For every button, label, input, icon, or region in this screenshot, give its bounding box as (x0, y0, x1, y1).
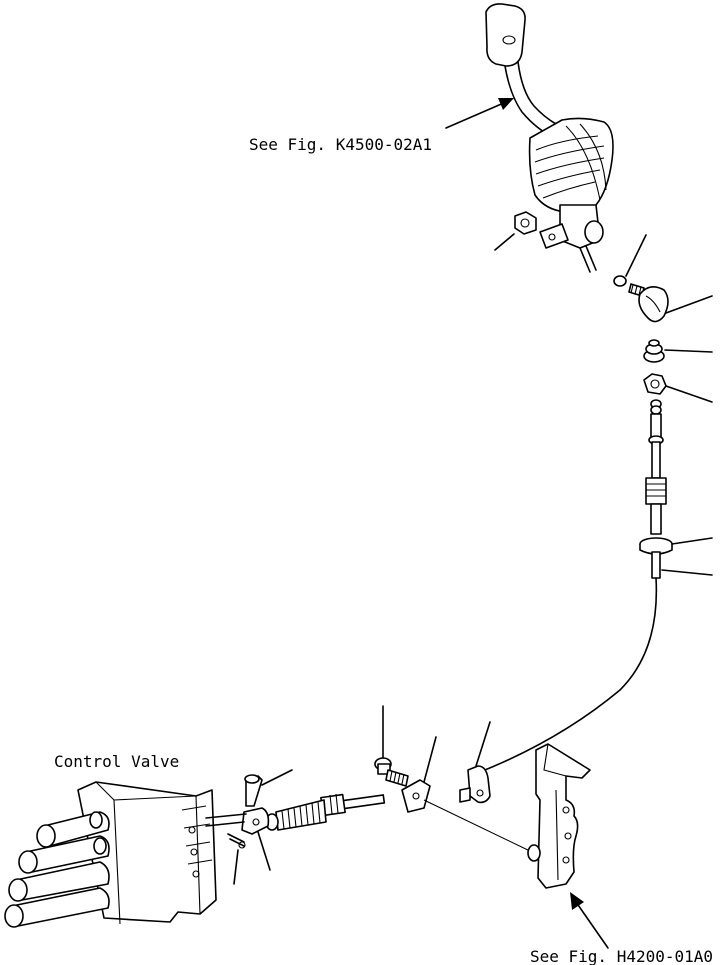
ball-joint (638, 286, 713, 323)
cotter-pin (227, 833, 246, 885)
yoke (241, 807, 271, 871)
lock-nut (494, 211, 537, 251)
cable-end-assembly (265, 793, 386, 831)
control-valve-label: Control Valve (54, 752, 179, 771)
control-lever (485, 3, 614, 273)
frame-ref-arrow (570, 892, 609, 949)
washer (613, 234, 647, 287)
frame-reference-label[interactable]: See Fig. H4200-01A0 (530, 947, 713, 965)
mounting-bolt (374, 705, 409, 787)
cable-rod-end (639, 399, 713, 579)
control-cable (479, 577, 658, 773)
clevis-pin (244, 769, 293, 807)
lever-ref-arrow (445, 98, 514, 129)
lever-reference-label[interactable]: See Fig. K4500-02A1 (249, 135, 432, 154)
cable-bracket (401, 736, 437, 813)
hex-nut (643, 373, 713, 403)
clamp (459, 721, 491, 804)
spring-washer (643, 339, 713, 363)
frame-bracket (527, 743, 591, 889)
control-valve (4, 781, 247, 928)
